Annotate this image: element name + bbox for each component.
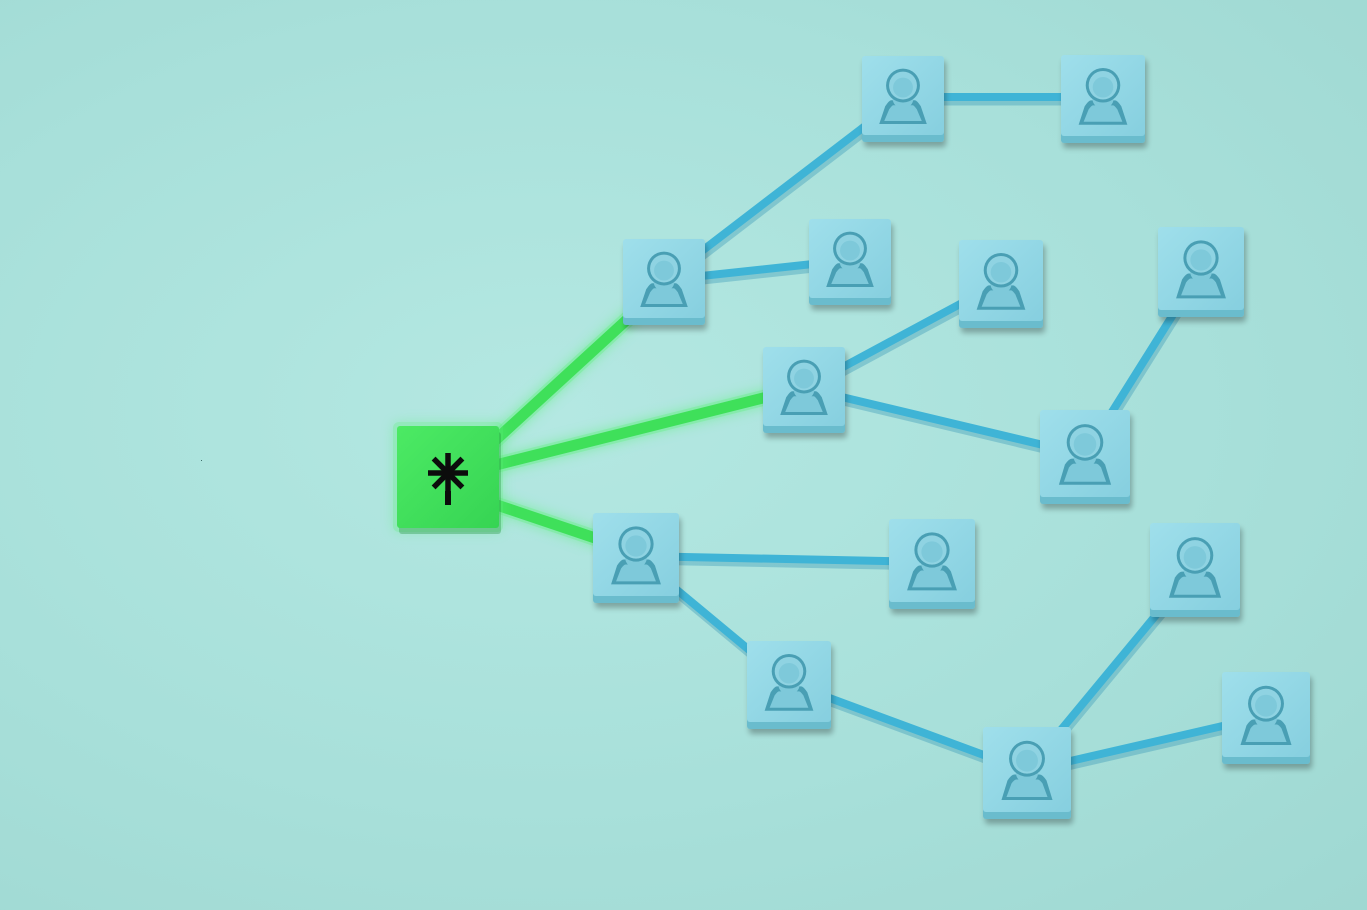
- person-icon: [1078, 67, 1128, 125]
- person-icon: [1168, 537, 1222, 598]
- person-block: [862, 56, 944, 142]
- hub-block: [393, 422, 503, 534]
- person-icon: [976, 252, 1026, 310]
- person-icon: [640, 251, 688, 308]
- person-icon: [826, 231, 874, 288]
- person-icon: [1176, 240, 1226, 299]
- hub-connection-link: [480, 388, 779, 475]
- person-block: [1061, 55, 1145, 143]
- person-block: [593, 513, 679, 603]
- person-block: [763, 347, 845, 433]
- asterisk-logo-icon: [428, 453, 468, 505]
- connection-link: [632, 552, 938, 571]
- person-block: [747, 641, 831, 729]
- person-block: [1040, 410, 1130, 504]
- person-icon: [1058, 424, 1112, 485]
- hub-links-layer: [480, 308, 779, 548]
- person-block: [983, 727, 1071, 819]
- person-icon: [764, 653, 814, 711]
- person-block: [959, 240, 1043, 328]
- person-icon: [879, 68, 927, 125]
- hub-layer: [393, 422, 503, 534]
- person-block: [623, 239, 705, 325]
- person-block: [889, 519, 975, 609]
- person-block: [1158, 227, 1244, 317]
- person-icon: [907, 532, 957, 591]
- hub-connection-link: [480, 308, 639, 455]
- background-speck: [201, 460, 202, 461]
- person-block: [809, 219, 891, 305]
- links-layer: [632, 93, 1272, 780]
- person-icon: [1240, 685, 1292, 746]
- connection-link: [800, 384, 1091, 464]
- person-icon: [1001, 740, 1053, 801]
- person-block: [1222, 672, 1310, 764]
- nodes-layer: [593, 55, 1310, 819]
- person-icon: [780, 359, 828, 416]
- person-icon: [611, 526, 661, 585]
- person-block: [1150, 523, 1240, 617]
- hub-connection-link: [480, 494, 609, 548]
